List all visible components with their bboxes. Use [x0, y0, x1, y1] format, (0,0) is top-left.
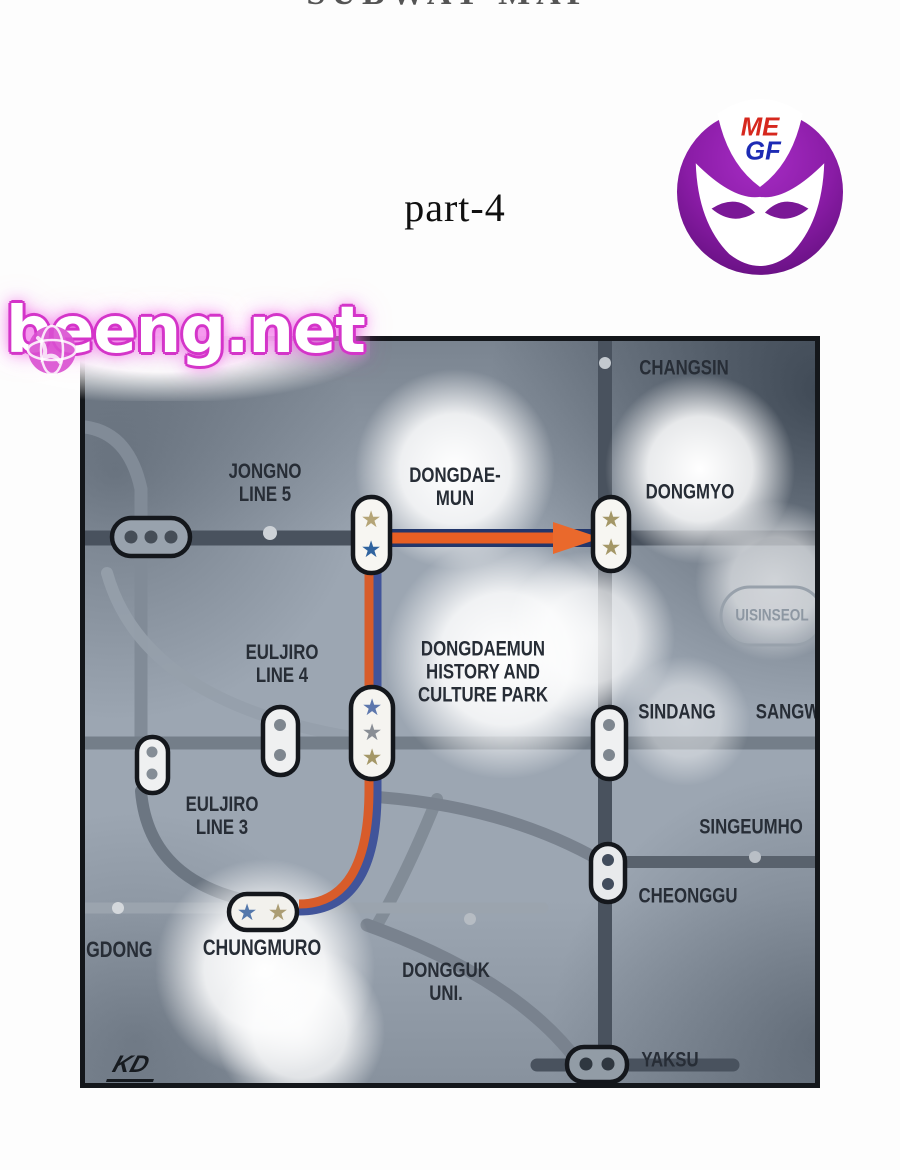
minor-stop-dots — [112, 357, 761, 925]
label-euljiro-line3: EULJIRO LINE 3 — [185, 792, 259, 839]
dot-icon — [146, 746, 158, 758]
station-capsules — [109, 494, 632, 1083]
logo-monogram-red: ME — [741, 114, 780, 142]
corner-shadow-bottomright — [550, 771, 815, 1083]
dot-icon — [274, 749, 286, 761]
station-capsule-chungmuro — [226, 891, 300, 933]
star-icon: ★ — [361, 507, 382, 533]
dot-icon — [602, 878, 614, 890]
road-left-vertical — [85, 420, 148, 748]
glow-dongdaemun — [355, 369, 555, 569]
dot-icon — [601, 1057, 615, 1071]
capsule-dots — [124, 530, 615, 1071]
star-icon: ★ — [362, 745, 383, 771]
stop-dot — [464, 913, 476, 925]
stop-dot-singeumho — [749, 851, 761, 863]
star-icon: ★ — [268, 900, 289, 926]
stop-dot — [112, 902, 124, 914]
dot-icon — [144, 530, 158, 544]
site-logo: ME GF — [676, 98, 844, 275]
station-capsule-yaksu — [564, 1044, 630, 1083]
uisinseol-badge — [719, 585, 815, 647]
station-capsule-dongdaemun — [350, 494, 393, 576]
label-dongguk-uni: DONGGUK UNI. — [402, 958, 490, 1005]
cropped-chapter-title-text: SUBWAY MAP — [306, 0, 593, 9]
route-arrowhead-icon — [553, 522, 601, 554]
dot-icon — [579, 1057, 593, 1071]
dot-icon — [602, 854, 614, 866]
label-chungmuro: CHUNGMURO — [202, 934, 322, 960]
logo-top-wedge — [717, 98, 803, 187]
subway-map-panel: ★ ★ ★ ★ ★ ★ ★ ★ ★ CHANGSIN JONGNO LINE 5… — [80, 336, 820, 1088]
label-changsin: CHANGSIN — [639, 356, 729, 380]
label-dongdaemun: DONGDAE- MUN — [409, 463, 501, 510]
cropped-chapter-title: SUBWAY MAP — [0, 0, 900, 9]
dot-icon — [603, 749, 615, 761]
label-history-park: DONGDAEMUN HISTORY AND CULTURE PARK — [417, 637, 549, 707]
label-dongmyo: DONGMYO — [645, 480, 735, 504]
star-icon: ★ — [361, 537, 382, 563]
station-capsule-dongmyo — [590, 494, 632, 574]
station-capsule-cheonggu — [588, 841, 628, 905]
dot-icon — [124, 530, 138, 544]
logo-monogram-blue: GF — [745, 137, 782, 165]
stop-dot-changsin — [599, 357, 611, 369]
label-sangwangsimni: SANGW — [755, 700, 820, 724]
road-yaksu-curve — [360, 918, 586, 1070]
label-uisinseol: UISINSEOL — [735, 605, 809, 625]
logo-right-eye-icon — [764, 201, 809, 219]
label-yaksu: YAKSU — [641, 1048, 699, 1072]
road-singeumho-branch — [371, 791, 607, 867]
star-icon: ★ — [237, 900, 258, 926]
subway-map-art: ★ ★ ★ ★ ★ ★ ★ ★ ★ — [85, 341, 815, 1083]
label-singeumho: SINGEUMHO — [699, 815, 803, 839]
road-left-arc — [101, 567, 383, 747]
highlight-glows — [155, 369, 815, 1083]
capsule-stars: ★ ★ ★ ★ ★ ★ ★ ★ ★ — [237, 507, 622, 926]
dot-icon — [146, 768, 158, 780]
station-capsule-sindang — [590, 704, 629, 782]
glow-uisinseol — [695, 501, 815, 661]
logo-mask-face — [695, 163, 825, 266]
route-orange-vertical — [298, 569, 374, 909]
glow-history-park-2 — [505, 551, 675, 721]
station-capsule-euljiro4 — [260, 704, 301, 778]
star-icon: ★ — [601, 507, 622, 533]
label-euljiro-line4: EULJIRO LINE 4 — [245, 640, 319, 687]
globe-icon — [26, 324, 78, 376]
label-cheonggu: CHEONGGU — [638, 884, 738, 908]
star-icon: ★ — [601, 535, 622, 561]
route-navy-vertical — [298, 569, 382, 916]
dot-icon — [274, 719, 286, 731]
station-capsule-history-park — [348, 684, 396, 782]
logo-left-eye-icon — [711, 201, 756, 219]
glow-chungmuro-2 — [215, 946, 385, 1083]
glow-sindang — [620, 656, 750, 786]
star-icon: ★ — [362, 720, 383, 746]
stop-dot — [263, 526, 277, 540]
station-capsule-euljiro3 — [134, 734, 171, 796]
label-myeongdong: NGDONG — [80, 936, 153, 962]
part-label: part-4 — [404, 185, 506, 230]
dot-icon — [603, 719, 615, 731]
label-sindang: SINDANG — [638, 700, 716, 724]
label-jongno-line5: JONGNO LINE 5 — [228, 459, 302, 506]
dot-icon — [164, 530, 178, 544]
star-icon: ★ — [362, 695, 383, 721]
highlighted-route — [298, 522, 607, 916]
